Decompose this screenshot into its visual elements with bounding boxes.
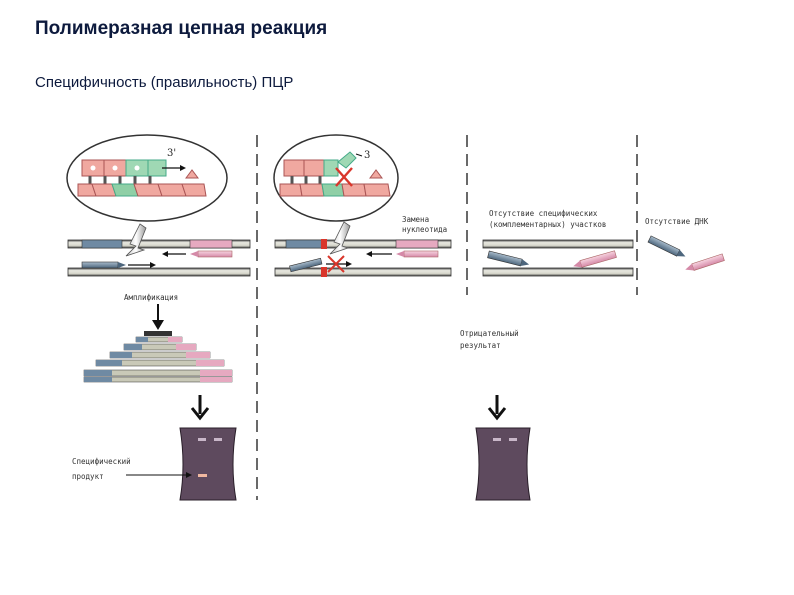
zoom-left: 3'	[66, 134, 228, 222]
gel-negative	[475, 427, 531, 501]
dna-duplex-left	[67, 223, 251, 277]
arrow-down-icon	[487, 395, 507, 421]
reverse-primer	[197, 250, 233, 258]
zoom-right-end-label: 3	[364, 150, 370, 161]
zoom-right-top-strand	[283, 151, 357, 177]
mismatch-cross-icon	[335, 167, 353, 187]
label-amplification: Амплификация	[124, 293, 178, 302]
free-primers	[647, 235, 725, 271]
label-nucleotide-substitution: Замена нуклеотида	[402, 215, 447, 234]
zoom-left-top-strand	[81, 159, 167, 177]
label-absence-specific: Отсутствие специфических (комплементарны…	[489, 209, 606, 229]
specific-product-band	[198, 474, 207, 477]
no-binding-cross-icon	[327, 255, 345, 273]
zoom-pointer-arrow	[125, 223, 147, 257]
label-absence-dna: Отсутствие ДНК	[645, 217, 709, 226]
zoom-right-bottom-strand	[279, 169, 391, 197]
nonbinding-primer	[289, 257, 323, 273]
section-dividers	[256, 135, 638, 500]
slide-title: Полимеразная цепная реакция	[35, 18, 328, 39]
arrow-down-icon	[190, 395, 210, 421]
label-specific-product: Специфический продукт	[72, 457, 135, 481]
dna-duplex-middle	[274, 221, 452, 277]
zoom-right: 3	[273, 134, 399, 222]
gel-positive	[179, 427, 237, 501]
pointer-arrow	[126, 472, 192, 478]
forward-primer	[81, 261, 119, 269]
amplification-pyramid	[83, 304, 233, 383]
zoom-left-end-label: 3'	[167, 148, 176, 159]
dna-duplex-third	[482, 239, 634, 277]
label-negative-result: Отрицательный результат	[460, 329, 523, 350]
zoom-left-bottom-strand	[77, 169, 207, 197]
slide-subtitle: Специфичность (правильность) ПЦР	[35, 74, 294, 91]
